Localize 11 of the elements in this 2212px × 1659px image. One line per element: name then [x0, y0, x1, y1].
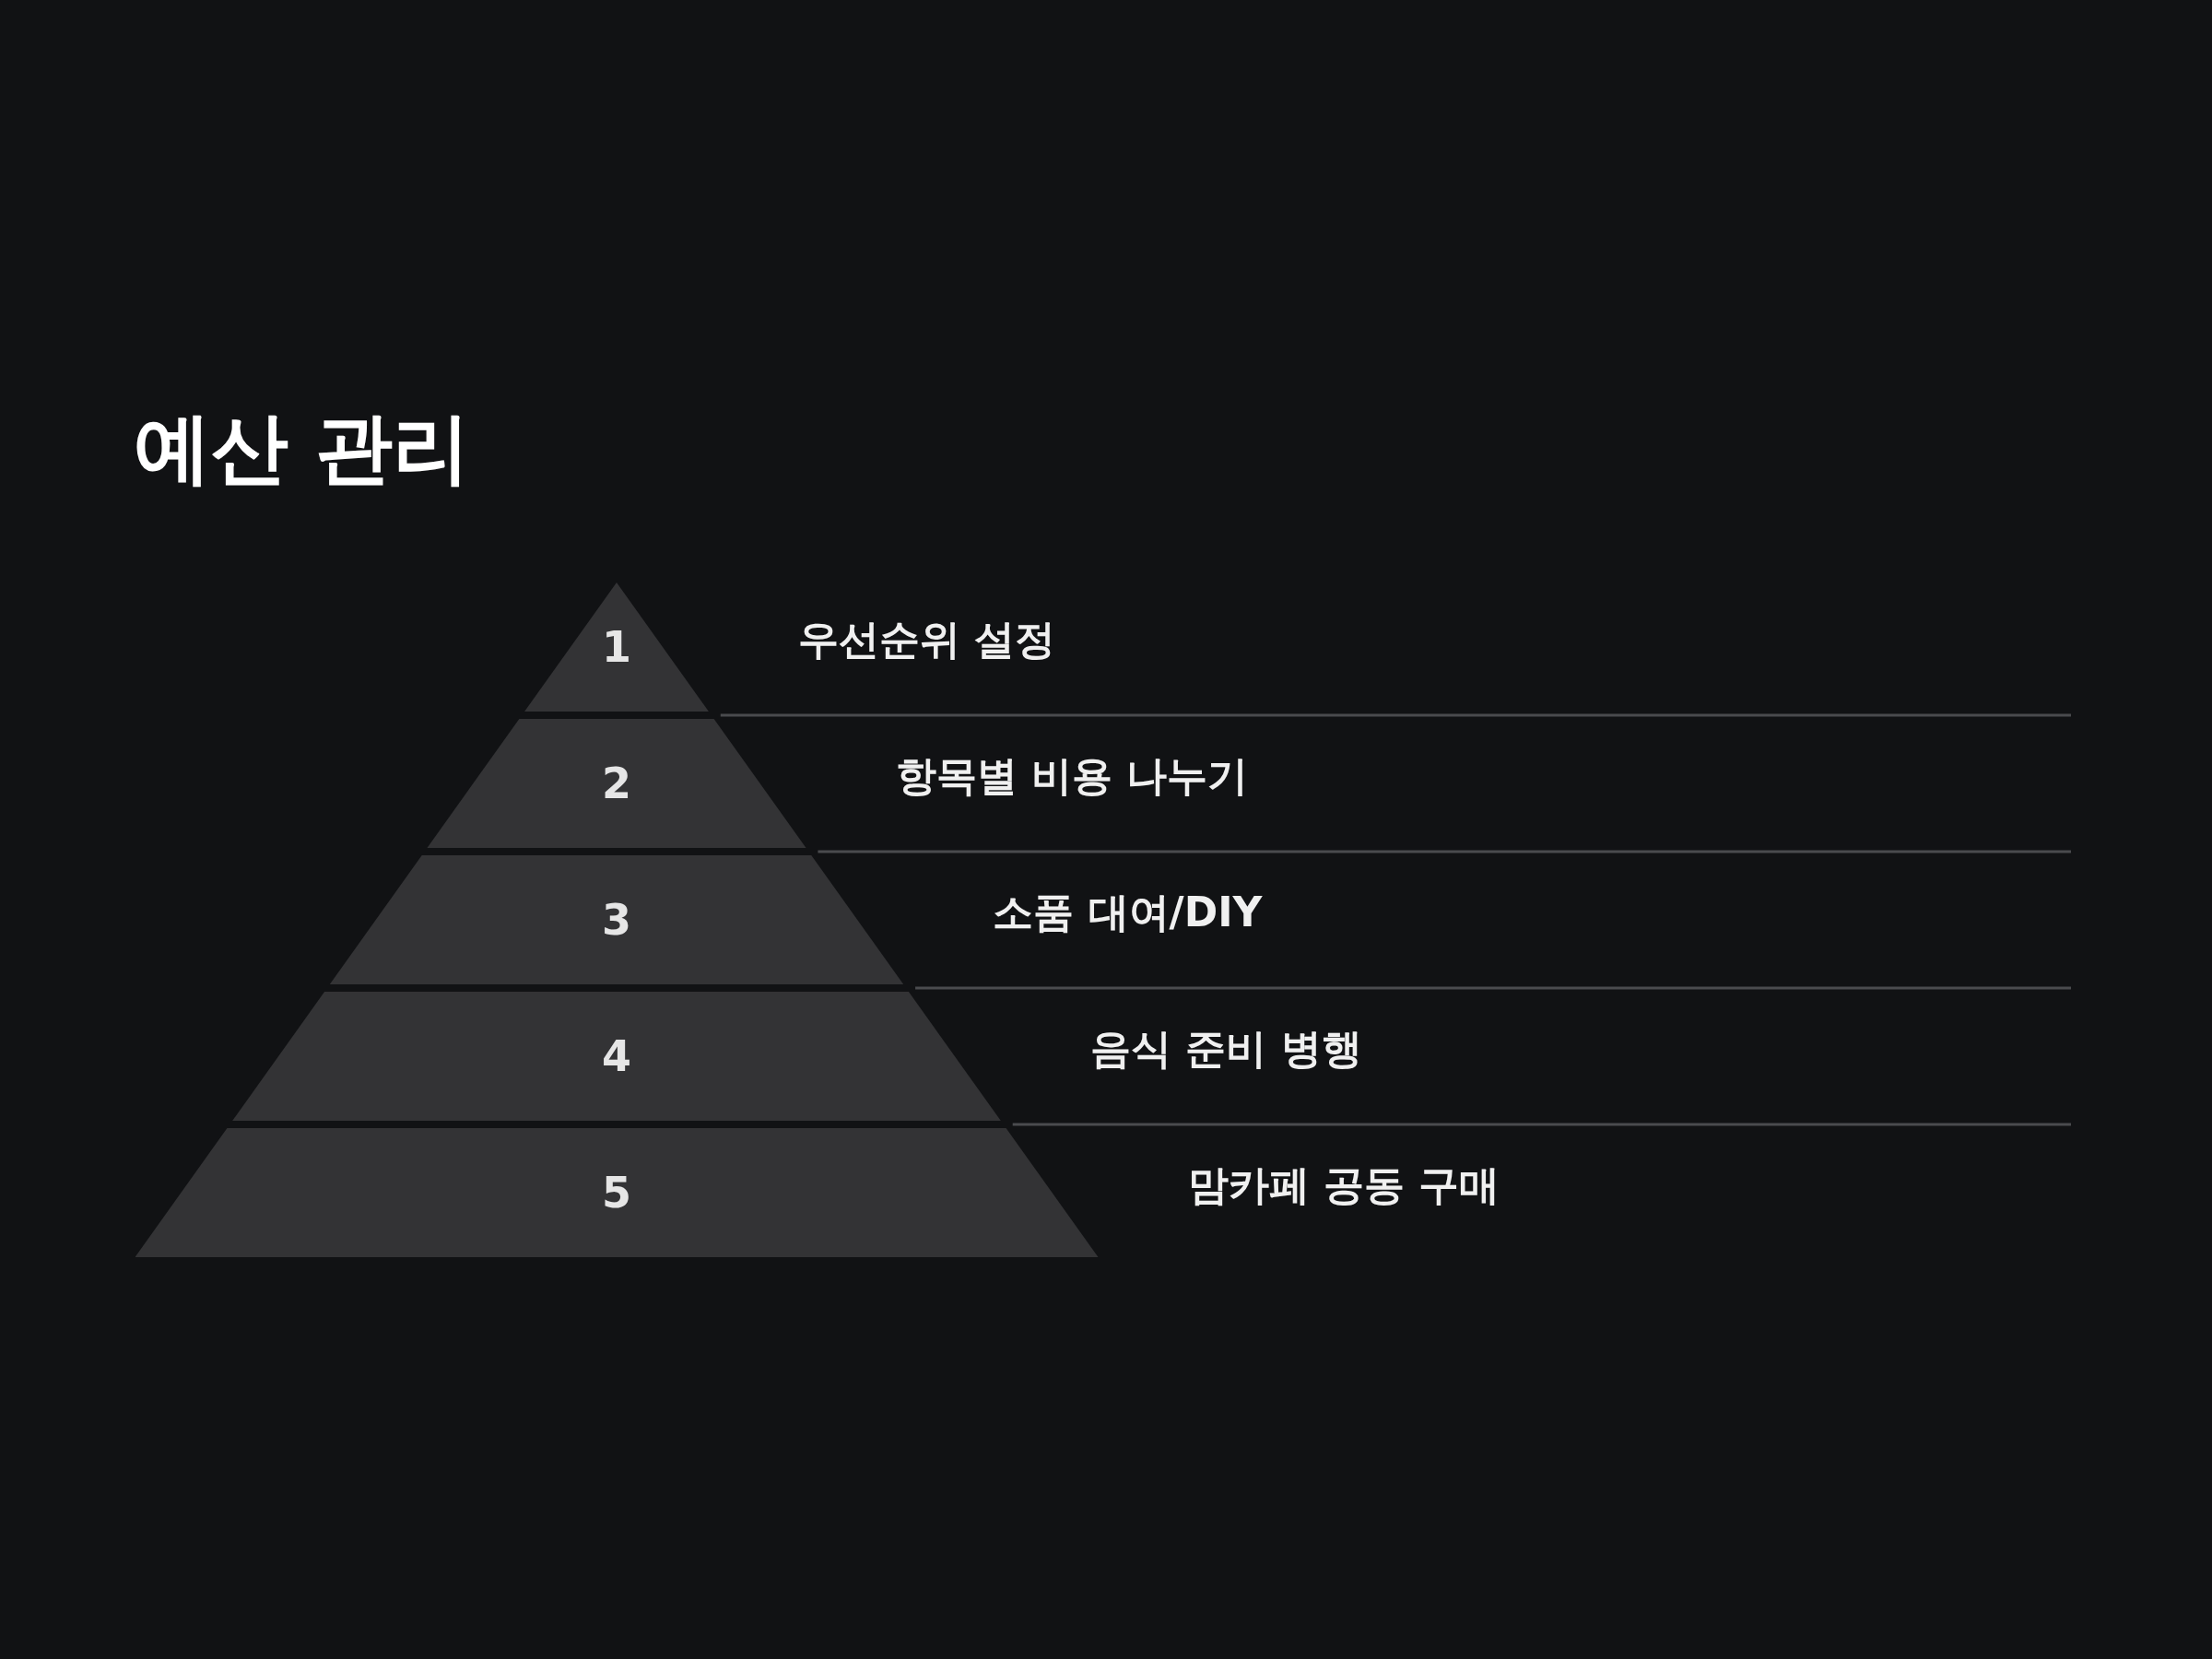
slide-title: 예산 관리 [134, 402, 471, 495]
level-number: 4 [601, 1031, 632, 1081]
level-label: 우선순위 설정 [797, 614, 1056, 665]
level-label: 소품 대여/DIY [993, 887, 1263, 937]
level-label: 맘카페 공동 구매 [1187, 1159, 1500, 1210]
level-label: 음식 준비 병행 [1089, 1023, 1362, 1074]
level-number: 2 [601, 759, 632, 808]
level-number: 5 [601, 1168, 632, 1218]
level-label: 항목별 비용 나누기 [895, 750, 1249, 801]
level-number: 1 [601, 622, 632, 672]
level-number: 3 [601, 895, 632, 945]
